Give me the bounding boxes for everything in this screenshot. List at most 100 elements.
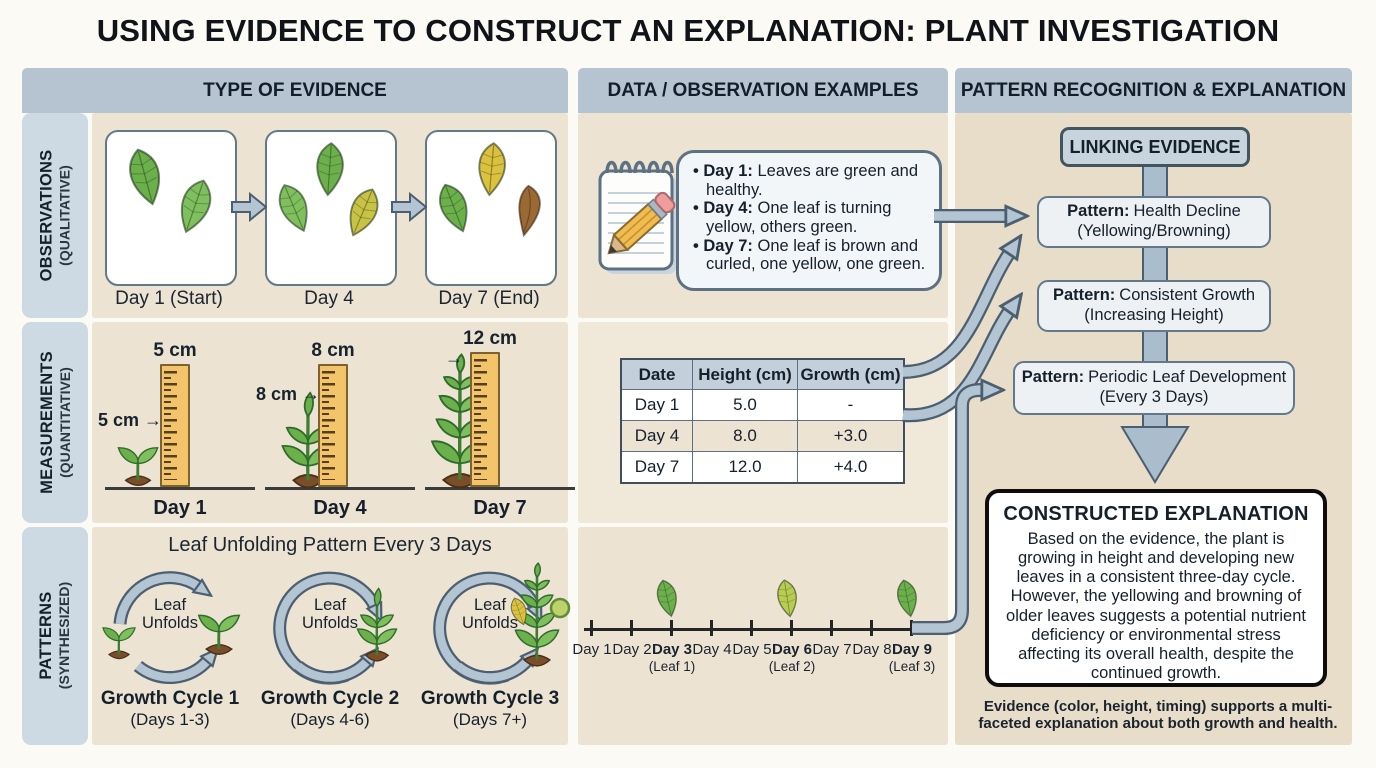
column-header-pattern-recognition: PATTERN RECOGNITION & EXPLANATION	[955, 68, 1352, 113]
timeline-tick	[590, 620, 593, 636]
row-label-measurements-line1: MEASUREMENTS	[37, 351, 56, 494]
timeline-tick	[750, 620, 753, 636]
cell-day4-height: 8.0	[692, 420, 798, 452]
pattern-box-health-decline: Pattern:Health Decline (Yellowing/Browni…	[1037, 196, 1271, 248]
ruler-top-label-day4: 8 cm	[311, 340, 355, 361]
day-label-1: Day 1	[153, 497, 207, 519]
pattern-box-line1: Pattern:Health Decline	[1067, 202, 1241, 222]
pattern-box-consistent-growth: Pattern:Consistent Growth (Increasing He…	[1037, 280, 1271, 332]
ground-line	[425, 487, 575, 490]
constructed-explanation-body: Based on the evidence, the plant is grow…	[1006, 530, 1306, 682]
timeline-leaf1-label: (Leaf 1)	[648, 659, 696, 674]
timeline-tick	[670, 620, 673, 636]
timeline-leaf1-icon	[650, 578, 684, 620]
pattern-box-line2: (Increasing Height)	[1084, 306, 1224, 324]
evidence-caption: Evidence (color, height, timing) support…	[978, 698, 1338, 732]
row-label-observations: OBSERVATIONS(QUALITATIVE)	[22, 113, 88, 318]
pattern-text: Consistent Growth	[1119, 286, 1256, 305]
note-day4-label: Day 4:	[703, 199, 753, 218]
timeline-tick	[790, 620, 793, 636]
height-pointer-day7: →	[445, 348, 463, 369]
measurement-table: Date Height (cm) Growth (cm) Day 1 5.0 -…	[620, 358, 905, 484]
row-label-observations-line1: OBSERVATIONS	[37, 149, 56, 282]
green-leaf-icon	[271, 180, 317, 238]
note-day7-label: Day 7:	[703, 236, 753, 255]
cell-day7-growth: +4.0	[797, 451, 905, 484]
timeline-day7: Day 7	[812, 641, 852, 658]
cycle-center-line2: Unfolds	[302, 614, 358, 633]
timeline-leaf2-label: (Leaf 2)	[768, 659, 816, 674]
growth-cycle-1-diagram	[101, 571, 241, 685]
table-header-row: Date Height (cm) Growth (cm)	[620, 358, 905, 390]
timeline-day4: Day 4	[692, 641, 732, 658]
pattern-box-periodic-leaf: Pattern:Periodic Leaf Development (Every…	[1013, 361, 1295, 415]
column-header-type-of-evidence: TYPE OF EVIDENCE	[22, 68, 568, 113]
constructed-explanation-title: CONSTRUCTED EXPLANATION	[1003, 503, 1309, 525]
timeline-leaf2-icon	[770, 578, 804, 620]
timeline-day5: Day 5	[732, 641, 772, 658]
cell-day1-growth: -	[797, 389, 905, 421]
ruler-top-label-day7: 12 cm	[463, 328, 517, 349]
ground-line	[265, 487, 415, 490]
pattern-box-line1: Pattern:Periodic Leaf Development	[1022, 368, 1286, 388]
yellowing-leaf-icon	[339, 184, 385, 242]
cycle-center-line2: Unfolds	[462, 614, 518, 633]
timeline-tick	[830, 620, 833, 636]
pointer-label-day4: 8 cm	[256, 384, 298, 404]
ruler-day1	[160, 364, 190, 487]
row-label-observations-line2: (QUALITATIVE)	[56, 165, 73, 266]
cell-day4-date: Day 4	[620, 420, 693, 452]
timeline-day9: Day 9	[891, 641, 933, 658]
growth-cycle-2-diagram	[273, 571, 398, 685]
table-header-date: Date	[620, 358, 693, 390]
cell-day1-height: 5.0	[692, 389, 798, 421]
timeline-tick	[870, 620, 873, 636]
day-label-7: Day 7	[473, 497, 527, 519]
note-day4-text: One leaf is turning yellow, others green…	[706, 199, 892, 236]
pattern-box-line2: (Every 3 Days)	[1099, 388, 1209, 406]
growth-cycle-3-diagram	[433, 562, 571, 685]
seedling-icon-day1	[117, 446, 160, 487]
cycle-3-name: Growth Cycle 3	[420, 688, 560, 709]
day-label-4: Day 4	[313, 497, 367, 519]
height-pointer-day1: 5 cm →	[98, 410, 162, 431]
observation-box-day4	[265, 130, 397, 286]
table-header-growth: Growth (cm)	[797, 358, 905, 390]
cycle-3-days: (Days 7+)	[452, 710, 528, 729]
cycle-center-line1: Leaf	[473, 596, 507, 614]
cell-day1-date: Day 1	[620, 389, 693, 421]
cycle-center-line1: Leaf	[153, 596, 187, 614]
stage-arrow-icon	[391, 192, 427, 222]
green-leaf-icon	[119, 146, 171, 210]
note-day7: Day 7: One leaf is brown and curled, one…	[693, 237, 929, 274]
linking-evidence-header: LINKING EVIDENCE	[1060, 127, 1250, 167]
note-day1-label: Day 1:	[703, 162, 753, 180]
cycle-2-days: (Days 4-6)	[290, 710, 370, 729]
timeline-tick	[710, 620, 713, 636]
observation-box-day1	[105, 130, 237, 286]
ground-line	[105, 487, 255, 490]
cell-day4-growth: +3.0	[797, 420, 905, 452]
ruler-day4	[318, 364, 348, 487]
panel-pattern-examples	[578, 527, 948, 745]
pointer-arrow-icon: →	[302, 384, 321, 404]
pattern-prefix: Pattern:	[1067, 202, 1130, 221]
green-leaf-icon	[169, 176, 219, 238]
row-label-measurements: MEASUREMENTS(QUANTITATIVE)	[22, 322, 88, 523]
note-day4: Day 4: One leaf is turning yellow, other…	[693, 199, 929, 236]
timeline-leaf3-label: (Leaf 3)	[888, 659, 936, 674]
height-pointer-day4: 8 cm →	[256, 384, 320, 405]
cycle-center-line2: Unfolds	[142, 614, 198, 633]
timeline-day1: Day 1	[572, 641, 612, 658]
ruler-day7	[470, 352, 500, 487]
table-row: Day 4 8.0 +3.0	[620, 420, 905, 452]
brown-curled-leaf-icon	[503, 182, 549, 240]
pointer-label-day1: 5 cm	[98, 410, 140, 430]
pattern-text: Health Decline	[1133, 202, 1241, 221]
timeline-day8: Day 8	[852, 641, 892, 658]
stage-label-day4: Day 4	[304, 288, 354, 309]
cycle-1-days: (Days 1-3)	[130, 710, 210, 729]
pointer-arrow-icon: →	[445, 348, 463, 368]
